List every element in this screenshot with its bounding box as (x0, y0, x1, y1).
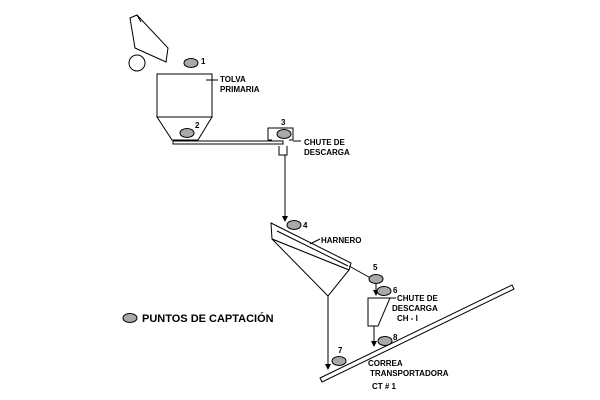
label-chute2-line1: CHUTE DE (397, 294, 439, 303)
sampling-point-4[interactable] (286, 220, 302, 230)
label-harnero: HARNERO (321, 236, 361, 245)
screen-hopper (271, 238, 350, 297)
feeder-truck (128, 14, 169, 72)
sampling-point-5[interactable] (368, 274, 384, 284)
sampling-point-6[interactable] (376, 286, 392, 296)
chute-descarga-1 (267, 127, 301, 222)
sampling-point-8[interactable] (377, 336, 393, 346)
equipment-labels: TOLVA PRIMARIA CHUTE DE DESCARGA HARNERO… (220, 75, 449, 391)
label-tolva-line1: TOLVA (220, 75, 246, 84)
legend: PUNTOS DE CAPTACIÓN (122, 312, 274, 325)
point-number-8: 8 (393, 333, 398, 342)
undersize-drop-arrow (325, 364, 331, 370)
sampling-point-3[interactable] (276, 129, 292, 139)
label-correa-line1: CORREA (368, 359, 403, 368)
sampling-point-7[interactable] (331, 356, 347, 366)
point-number-4: 4 (303, 221, 308, 230)
feed-belt-bar (172, 140, 284, 145)
legend-point-swatch (122, 313, 138, 323)
feed-belt (172, 140, 284, 145)
chute1-drop-arrow (282, 216, 288, 222)
harnero-leader-line (309, 238, 321, 245)
point-number-6: 6 (393, 286, 398, 295)
truck-bed-shape (129, 14, 169, 63)
correa-transportadora (319, 284, 515, 383)
harnero (270, 222, 379, 370)
sampling-point-2[interactable] (179, 128, 195, 138)
point-number-2: 2 (195, 121, 200, 130)
legend-text: PUNTOS DE CAPTACIÓN (142, 312, 274, 325)
chute2-drop-arrow (371, 341, 377, 347)
point-number-1: 1 (201, 57, 206, 66)
label-correa-line2: TRANSPORTADORA (370, 369, 449, 378)
point-number-3: 3 (281, 118, 286, 127)
truck-wheel (128, 54, 146, 72)
chute-descarga-ch1 (367, 297, 396, 347)
conveyor-belt-bar (319, 284, 515, 383)
label-chute1-line2: DESCARGA (304, 148, 350, 157)
label-chute2-line3: CH - I (397, 314, 418, 323)
truck-bed-edge (136, 14, 142, 23)
label-correa-line3: CT # 1 (372, 382, 397, 391)
screen-mesh-line (276, 230, 349, 267)
tolva-primaria (156, 73, 218, 141)
sampling-point-1[interactable] (183, 58, 199, 68)
chute1-spout (278, 146, 288, 156)
hopper-body (156, 73, 213, 118)
chute1-box (267, 127, 294, 140)
sampling-points (179, 58, 393, 366)
point-number-5: 5 (373, 263, 378, 272)
label-tolva-line2: PRIMARIA (220, 85, 260, 94)
chute2-body (367, 297, 391, 327)
label-chute1-line1: CHUTE DE (304, 138, 346, 147)
point-numbers: 1 2 3 4 5 6 7 8 (195, 57, 398, 355)
point-number-7: 7 (338, 346, 343, 355)
label-chute2-line2: DESCARGA (392, 304, 438, 313)
